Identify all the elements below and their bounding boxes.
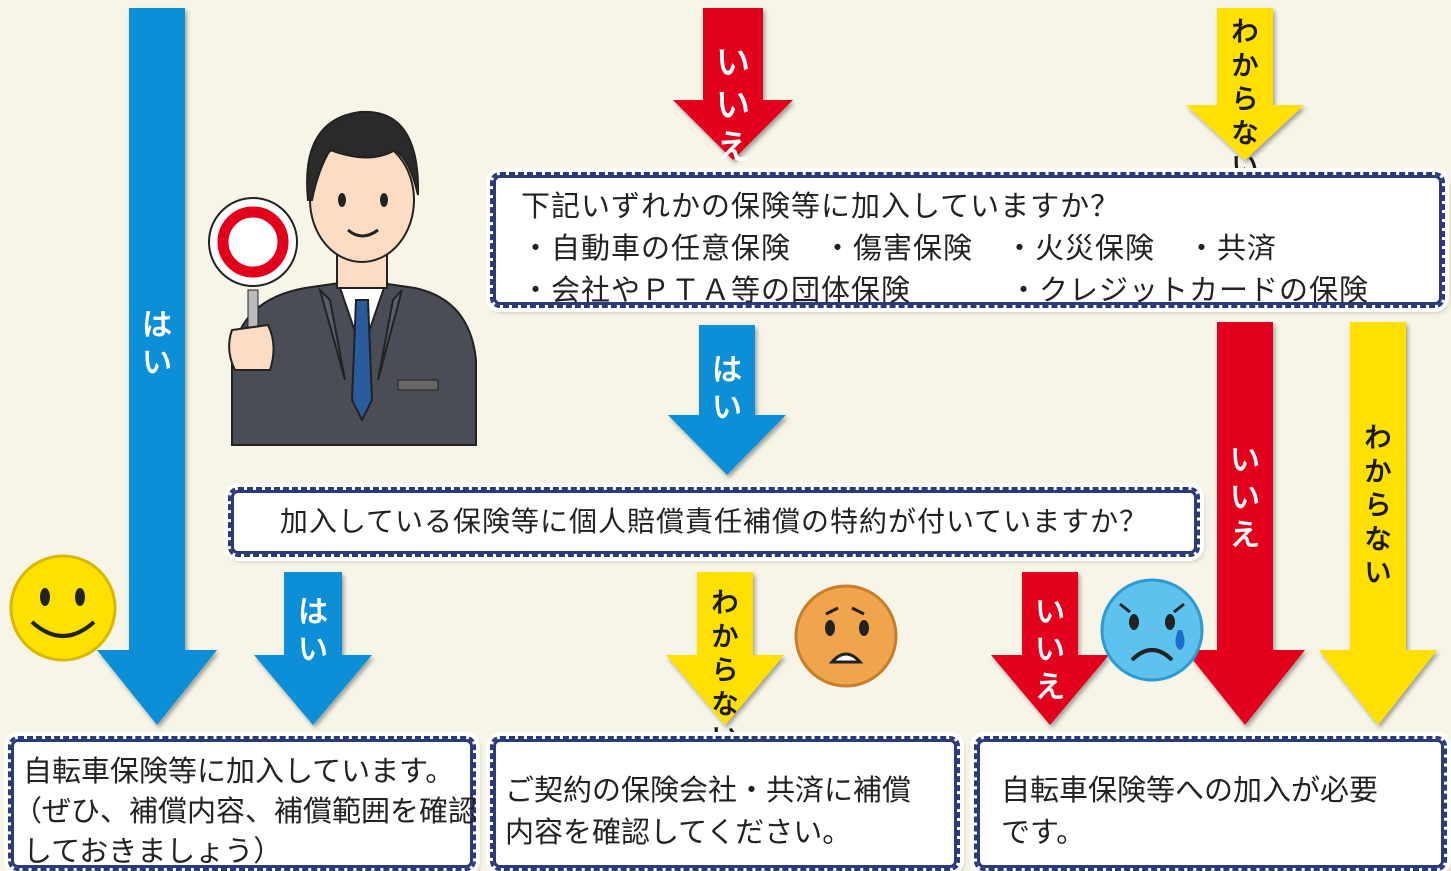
arrow-no-q1-label-char: え [1230, 518, 1260, 553]
item-fire-insurance: ・火災保険 [1005, 231, 1156, 265]
result-enrolled-line2: （ぜひ、補償内容、補償範囲を確認 [13, 794, 478, 828]
result-check-line1: ご契約の保険会社・共済に補償 [505, 773, 912, 807]
arrow-unknown-q1-label-char: い [1365, 558, 1392, 589]
smiley-sad-icon [1100, 578, 1204, 682]
result-enrolled: 自転車保険等に加入しています。 （ぜひ、補償内容、補償範囲を確認 しておきましょ… [8, 736, 478, 871]
item-mutual-aid: ・共済 [1187, 231, 1278, 265]
arrow-unknown-q1 [1319, 322, 1437, 725]
arrow-unknown-top-label-char: な [1232, 118, 1259, 149]
arrow-unknown-q2-label-char: ら [712, 656, 739, 687]
arrow-yes-q1-label-char: は [712, 353, 742, 388]
result-required-line1: 自転車保険等への加入が必要 [1001, 773, 1379, 807]
item-auto-insurance: ・自動車の任意保険 [521, 231, 792, 265]
arrow-unknown-q1-label-char: わ [1365, 423, 1392, 454]
arrow-yes-main-label-char: い [142, 346, 172, 381]
arrow-no-q2-label-char: い [1035, 633, 1065, 668]
arrow-yes-main-label-char: は [142, 308, 172, 343]
arrow-no-q2 [991, 572, 1109, 725]
result-required-line2: です。 [1001, 815, 1086, 849]
arrow-no-top [673, 8, 793, 160]
arrow-no-top-label-char: え [716, 128, 750, 168]
question2-text: 加入している保険等に個人賠償責任補償の特約が付いていますか？ [279, 505, 1149, 538]
arrow-unknown-top [1186, 8, 1304, 160]
question1-items-row2: ・会社やＰＴＡ等の団体保険 ・クレジットカードの保険 [521, 269, 1442, 311]
arrow-no-top-label-char: い [716, 86, 750, 126]
arrow-yes-q2-label-char: は [298, 595, 328, 630]
arrow-no-q2-label-char: え [1035, 670, 1065, 705]
item-group-insurance: ・会社やＰＴＡ等の団体保険 [521, 273, 912, 307]
question1-title: 下記いずれかの保険等に加入していますか？ [521, 189, 1121, 223]
item-credit-card-insurance: ・クレジットカードの保険 [1009, 273, 1370, 307]
arrow-no-q1 [1185, 322, 1305, 725]
result-check-contract: ご契約の保険会社・共済に補償 内容を確認してください。 [490, 736, 960, 871]
result-enrollment-required: 自転車保険等への加入が必要 です。 [974, 736, 1447, 871]
item-injury-insurance: ・傷害保険 [823, 231, 974, 265]
arrow-no-q1-label-char: い [1230, 443, 1260, 478]
arrow-unknown-q2-label-char: な [712, 689, 739, 720]
question-box-liability: 加入している保険等に個人賠償責任補償の特約が付いていますか？ [228, 487, 1200, 557]
smiley-worried-icon [794, 584, 898, 688]
arrow-unknown-top-label-char: わ [1232, 17, 1259, 48]
arrow-yes-q2-label-char: い [298, 633, 328, 668]
arrow-unknown-q2 [666, 572, 784, 725]
smiley-happy-icon [9, 554, 117, 662]
arrow-no-top-label-char: い [716, 43, 750, 83]
arrow-no-q2-label-char: い [1035, 595, 1065, 630]
result-enrolled-line1: 自転車保険等に加入しています。 [23, 754, 455, 788]
arrow-unknown-q1-label-char: ら [1365, 491, 1392, 522]
arrow-unknown-q1-label-char: な [1365, 524, 1392, 555]
question1-items-row1: ・自動車の任意保険 ・傷害保険 ・火災保険 ・共済 [521, 227, 1442, 269]
arrow-yes-main [97, 8, 217, 725]
arrow-no-q1-label-char: い [1230, 481, 1260, 516]
question-box-insurance: 下記いずれかの保険等に加入していますか？ ・自動車の任意保険 ・傷害保険 ・火災… [490, 172, 1445, 308]
arrow-yes-q1 [668, 325, 786, 475]
result-check-line2: 内容を確認してください。 [505, 815, 852, 849]
arrow-unknown-top-label-char: ら [1232, 85, 1259, 116]
businessman-with-circle-sign [208, 110, 477, 446]
arrow-yes-q1-label-char: い [712, 391, 742, 426]
arrow-unknown-top-label-char: か [1232, 51, 1259, 82]
arrow-unknown-q1-label-char: か [1365, 457, 1392, 488]
result-enrolled-line3: しておきましょう） [23, 834, 283, 868]
arrow-unknown-q2-label-char: か [712, 622, 739, 653]
arrow-unknown-q2-label-char: わ [712, 588, 739, 619]
arrow-yes-q2 [254, 572, 372, 725]
